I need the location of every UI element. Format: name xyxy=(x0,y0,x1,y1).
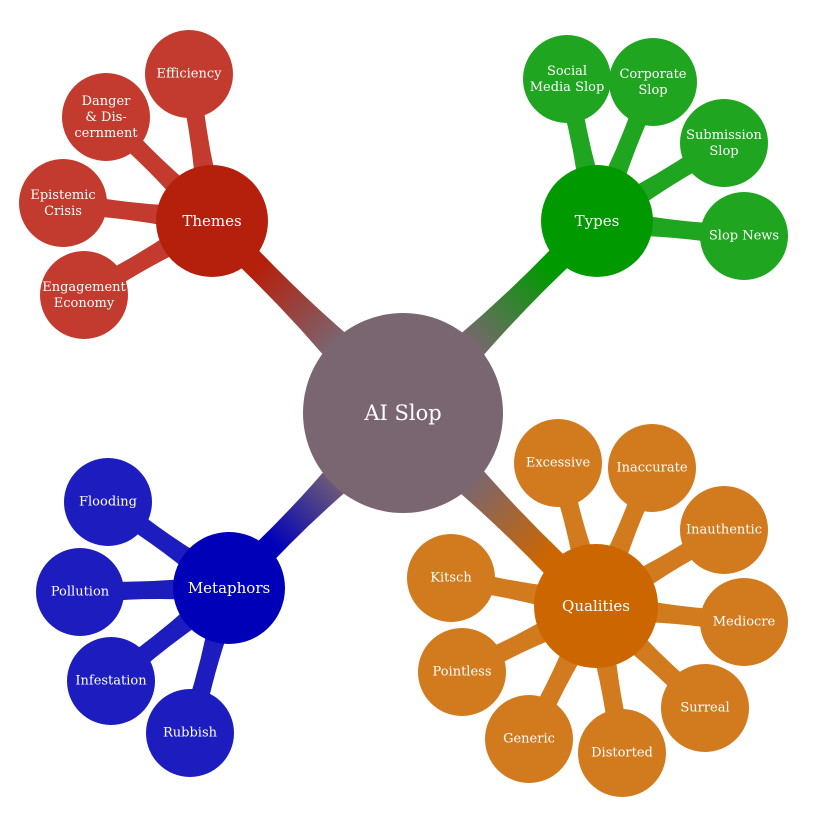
metaphors-leaf-node: Flooding xyxy=(64,458,152,546)
themes-leaf-label-line: Crisis xyxy=(44,204,82,219)
qualities-leaf-bubble xyxy=(407,534,495,622)
qualities-leaf-label: Excessive xyxy=(526,456,591,471)
qualities-leaf-node: Inaccurate xyxy=(608,424,696,512)
root-node: AI Slop xyxy=(303,313,503,513)
qualities-leaf-label: Generic xyxy=(503,732,555,747)
types-node: Types xyxy=(541,165,653,277)
types-leaf-label-line: Corporate xyxy=(619,67,686,82)
qualities-leaf-bubble xyxy=(661,664,749,752)
metaphors-leaf-bubble xyxy=(146,689,234,777)
types-leaf-label: Slop News xyxy=(709,229,779,244)
themes-leaf-node: Danger& Dis-cernment xyxy=(62,73,150,161)
qualities-label: Qualities xyxy=(562,597,630,615)
qualities-leaf-label: Inauthentic xyxy=(686,523,762,538)
qualities-leaf-bubble xyxy=(700,578,788,666)
qualities-bubble xyxy=(534,544,658,668)
themes-leaf-bubble xyxy=(40,251,128,339)
themes-label: Themes xyxy=(182,212,241,230)
types-label: Types xyxy=(575,212,620,230)
qualities-leaf-bubble xyxy=(608,424,696,512)
types-leaf-node: Slop News xyxy=(700,192,788,280)
themes-node: Themes xyxy=(156,165,268,277)
qualities-leaf-label: Kitsch xyxy=(430,571,472,586)
metaphors-leaf-label: Flooding xyxy=(79,495,137,510)
qualities-leaf-node: Kitsch xyxy=(407,534,495,622)
qualities-leaf-label: Distorted xyxy=(591,746,653,761)
metaphors-bubble xyxy=(173,532,285,644)
themes-leaf-label: Efficiency xyxy=(156,67,222,82)
types-bubble xyxy=(541,165,653,277)
qualities-leaf-node: Surreal xyxy=(661,664,749,752)
types-leaf-label-line: Media Slop xyxy=(530,80,605,95)
metaphors-label: Metaphors xyxy=(188,579,270,597)
qualities-leaf-bubble xyxy=(514,419,602,507)
qualities-leaf-node: Distorted xyxy=(578,709,666,797)
root-bubble xyxy=(303,313,503,513)
qualities-leaf-node: Inauthentic xyxy=(680,486,768,574)
qualities-leaf-label: Inaccurate xyxy=(616,461,687,476)
qualities-leaf-node: Mediocre xyxy=(700,578,788,666)
qualities-leaf-bubble xyxy=(578,709,666,797)
root-label: AI Slop xyxy=(363,401,441,425)
qualities-leaf-label: Pointless xyxy=(433,665,492,680)
qualities-leaf-node: Excessive xyxy=(514,419,602,507)
types-leaf-label-line: Submission xyxy=(686,128,762,143)
qualities-leaf-node: Pointless xyxy=(418,628,506,716)
metaphors-leaf-bubble xyxy=(36,548,124,636)
types-leaf-label-line: Slop xyxy=(709,144,738,159)
themes-leaf-bubble xyxy=(62,73,150,161)
themes-leaf-label-line: & Dis- xyxy=(85,110,126,125)
types-leaf-bubble xyxy=(609,38,697,126)
metaphors-leaf-node: Rubbish xyxy=(146,689,234,777)
metaphors-leaf-bubble xyxy=(67,637,155,725)
qualities-leaf-label: Mediocre xyxy=(713,615,776,630)
themes-leaf-bubble xyxy=(145,30,233,118)
metaphors-leaf-node: Infestation xyxy=(67,637,155,725)
themes-leaf-label-line: Epistemic xyxy=(30,188,95,203)
themes-leaf-label: Danger& Dis-cernment xyxy=(74,94,138,141)
metaphors-leaf-label: Infestation xyxy=(75,674,147,689)
themes-leaf-label-line: Economy xyxy=(54,296,115,311)
types-leaf-bubble xyxy=(680,99,768,187)
metaphors-node: Metaphors xyxy=(173,532,285,644)
types-leaf-bubble xyxy=(523,35,611,123)
types-leaf-bubble xyxy=(700,192,788,280)
types-leaf-label-line: Social xyxy=(547,64,587,79)
qualities-leaf-node: Generic xyxy=(485,695,573,783)
themes-leaf-label-line: cernment xyxy=(74,126,138,141)
themes-bubble xyxy=(156,165,268,277)
types-leaf-label-line: Slop xyxy=(638,83,667,98)
qualities-leaf-bubble xyxy=(680,486,768,574)
qualities-node: Qualities xyxy=(534,544,658,668)
themes-leaf-bubble xyxy=(19,159,107,247)
qualities-leaf-bubble xyxy=(418,628,506,716)
metaphors-leaf-label: Pollution xyxy=(51,585,110,600)
qualities-leaf-label: Surreal xyxy=(680,701,729,716)
themes-leaf-label-line: Danger xyxy=(82,94,132,109)
metaphors-leaf-label: Rubbish xyxy=(163,726,218,741)
metaphors-leaf-bubble xyxy=(64,458,152,546)
themes-leaf-node: Efficiency xyxy=(145,30,233,118)
themes-leaf-label-line: Engagement xyxy=(42,280,126,295)
qualities-leaf-bubble xyxy=(485,695,573,783)
metaphors-leaf-node: Pollution xyxy=(36,548,124,636)
